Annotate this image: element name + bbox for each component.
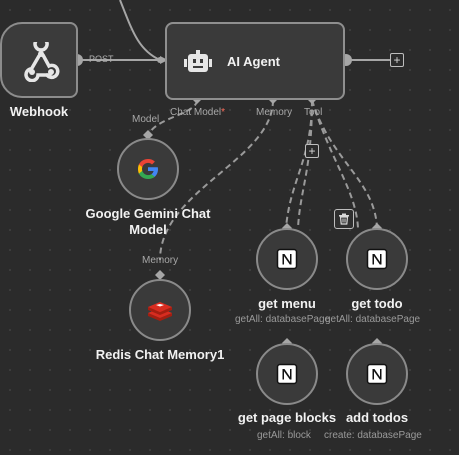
chat-model-port-text: Chat Model — [170, 107, 222, 118]
redis-title: Redis Chat Memory1 — [95, 347, 225, 362]
delete-connection-button[interactable] — [334, 209, 354, 229]
redis-top-port — [155, 270, 165, 280]
memory-port-label: Memory — [256, 107, 293, 118]
webhook-title: Webhook — [9, 104, 69, 119]
get-page-blocks-subtitle: getAll: block — [257, 430, 311, 441]
add-todos-node[interactable] — [346, 343, 408, 405]
trash-icon — [339, 213, 349, 225]
incoming-connection — [119, 0, 161, 61]
robot-icon — [184, 50, 212, 72]
add-tool-button[interactable]: + — [305, 144, 319, 158]
gemini-title-line2: Model — [129, 222, 167, 237]
redis-port-label: Memory — [142, 255, 179, 266]
notion-icon — [276, 363, 298, 385]
get-page-blocks-title: get page blocks — [237, 410, 337, 425]
redis-chat-memory-node[interactable] — [129, 279, 191, 341]
add-todos-subtitle: create: databasePage — [324, 430, 422, 441]
get-menu-node[interactable] — [256, 228, 318, 290]
ai-agent-title: AI Agent — [227, 54, 280, 69]
notion-icon — [366, 363, 388, 385]
notion-icon — [366, 248, 388, 270]
tool-connection-add-todos — [311, 99, 359, 229]
chat-model-port-label: Chat Model* — [170, 107, 225, 118]
gemini-chat-model-node[interactable] — [117, 138, 179, 200]
tool-port-label: Tool — [304, 107, 323, 118]
notion-icon — [276, 248, 298, 270]
gemini-title: Google Gemini Chat Model — [80, 206, 216, 238]
get-todo-subtitle: getAll: databasePage — [325, 314, 421, 325]
get-page-blocks-node[interactable] — [256, 343, 318, 405]
webhook-icon — [24, 42, 60, 82]
gemini-title-line1: Google Gemini Chat — [85, 206, 211, 221]
model-connection — [147, 99, 198, 139]
agent-input-port — [157, 57, 163, 63]
get-menu-title: get menu — [258, 296, 316, 311]
get-todo-title: get todo — [351, 296, 403, 311]
add-node-button[interactable]: + — [390, 53, 404, 67]
webhook-node[interactable] — [0, 22, 78, 98]
memory-connection — [159, 99, 274, 261]
gemini-top-port — [143, 130, 153, 140]
tool-connection-get-page-blocks — [297, 99, 313, 229]
redis-icon — [148, 302, 172, 321]
ai-agent-node[interactable]: AI Agent — [165, 22, 345, 100]
google-g-icon — [138, 159, 158, 179]
get-menu-subtitle: getAll: databasePage — [235, 314, 331, 325]
gemini-port-label: Model — [132, 114, 160, 125]
add-todos-title: add todos — [345, 410, 409, 425]
required-marker: * — [221, 107, 226, 118]
webhook-output-label: POST — [89, 54, 114, 64]
get-todo-node[interactable] — [346, 228, 408, 290]
